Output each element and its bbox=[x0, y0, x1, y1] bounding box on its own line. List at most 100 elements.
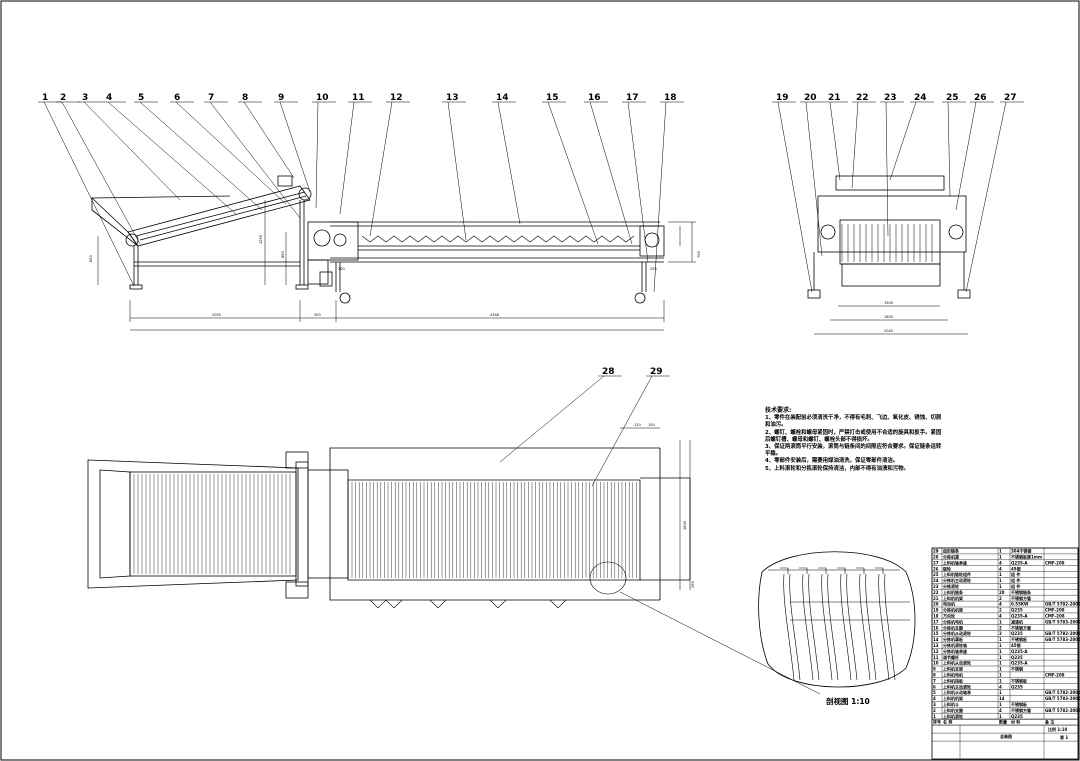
bom-cell: 22 bbox=[933, 590, 939, 595]
bom-cell: 不锈钢方管 bbox=[1011, 707, 1031, 713]
bom-cell: 1 bbox=[999, 584, 1002, 589]
bom-cell: GB/T 5782-2000 bbox=[1045, 631, 1080, 636]
bom-cell: 组 件 bbox=[1011, 577, 1020, 583]
bom-cell: CMF-208 bbox=[1045, 560, 1065, 565]
bom-header-cell: 序号 bbox=[932, 719, 941, 725]
bom-header-cell: 名 称 bbox=[943, 719, 952, 725]
bom-cell: 9 bbox=[933, 667, 936, 672]
detail-view-label: 剖视图 1:10 bbox=[826, 697, 870, 706]
bom-cell: 28 bbox=[933, 555, 939, 560]
balloon-20: 20 bbox=[804, 93, 817, 103]
bom-cell: 分拣机机架 bbox=[943, 607, 963, 613]
dim-plan-a: 120 bbox=[634, 423, 641, 427]
balloon-13: 13 bbox=[446, 93, 459, 103]
bom-cell: 21 bbox=[933, 596, 939, 601]
balloon-11: 11 bbox=[352, 93, 365, 103]
balloon-24: 24 bbox=[914, 93, 927, 103]
bom-cell: 17 bbox=[933, 619, 939, 624]
dim-plan-c: 1800 bbox=[683, 521, 687, 530]
bom-cell: 减速机 bbox=[1011, 618, 1023, 624]
bom-cell: 1 bbox=[999, 578, 1002, 583]
balloon-15: 15 bbox=[546, 93, 559, 103]
bom-cell: 4 bbox=[999, 566, 1002, 571]
note-item-4: 4、零部件安装后，需要用煤油清洗，保证零部件清洁。 bbox=[765, 458, 899, 465]
bom-cell: 0.55KW bbox=[1011, 602, 1029, 607]
bom-cell: 不锈钢方管 bbox=[1011, 624, 1031, 630]
bom-cell: GB/T 5783-2000 bbox=[1045, 637, 1080, 642]
dim-height-right: 700 bbox=[697, 251, 701, 258]
bom-cell: 29 bbox=[933, 549, 939, 554]
bom-cell: 齿形链条 bbox=[943, 548, 959, 554]
bom-cell: 1 bbox=[999, 643, 1002, 648]
bom-cell: 1 bbox=[999, 661, 1002, 666]
dim-height-mid2: 860 bbox=[281, 251, 285, 258]
bom-cell: 23 bbox=[933, 584, 939, 589]
bom-cell: 分拣机支腿 bbox=[943, 624, 963, 630]
bom-cell: 上料机斗 bbox=[943, 701, 959, 707]
bom-cell: 13 bbox=[933, 643, 939, 648]
bom-cell: 4 bbox=[999, 602, 1002, 607]
bom-cell: 2 bbox=[999, 631, 1002, 636]
bom-cell: 45钢 bbox=[1011, 642, 1021, 648]
bom-cell: 20 bbox=[999, 590, 1005, 595]
bom-cell: 上料机支腿 bbox=[943, 707, 963, 713]
drawing-scale: 比例 1:10 bbox=[1048, 726, 1068, 732]
bom-cell: 1 bbox=[999, 690, 1002, 695]
dim-side-outer: 2040 bbox=[884, 329, 893, 333]
bom-cell: 11 bbox=[933, 655, 939, 660]
bom-cell: 5 bbox=[933, 690, 936, 695]
bom-cell: CMF-208 bbox=[1045, 608, 1065, 613]
balloon-22: 22 bbox=[856, 93, 869, 103]
bom-cell: CMF-208 bbox=[1045, 673, 1065, 678]
bom-cell: 15 bbox=[933, 631, 939, 636]
bom-cell: 上料机主动滚轮 bbox=[943, 683, 971, 689]
bom-cell: 调节螺杆 bbox=[943, 654, 959, 660]
bom-cell: Q235 bbox=[1011, 608, 1023, 613]
bom-cell: 不锈钢板 bbox=[1011, 677, 1028, 683]
bom-cell: 上料机从动轴承 bbox=[943, 689, 971, 695]
balloon-23: 23 bbox=[884, 93, 897, 103]
balloon-27: 27 bbox=[1004, 93, 1017, 103]
bom-cell: 万向轮 bbox=[942, 613, 955, 619]
bom-cell: 1 bbox=[999, 667, 1002, 672]
bom-cell: GB/T 5783-2000 bbox=[1045, 696, 1080, 701]
dim-plan-b: 100 bbox=[648, 423, 655, 427]
bom-cell: 1 bbox=[999, 649, 1002, 654]
bom-cell: 1 bbox=[999, 655, 1002, 660]
dim-side-mid: 1800 bbox=[884, 315, 893, 319]
dim-right-span: 4348 bbox=[490, 313, 499, 317]
bom-cell: 1 bbox=[999, 549, 1002, 554]
bom-cell: 10 bbox=[933, 661, 939, 666]
bom-cell: 上料机机架 bbox=[943, 595, 963, 601]
bom-cell: 上料机从动滚轮 bbox=[943, 660, 971, 666]
bom-cell: 12 bbox=[933, 649, 939, 654]
bom-cell: GB/T 5782-2000 bbox=[1045, 690, 1080, 695]
bom-cell: 6 bbox=[933, 684, 936, 689]
bom-cell: 分拣机罩板 bbox=[943, 636, 964, 642]
bom-header-cell: 备 注 bbox=[1044, 719, 1054, 725]
bom-cell: 1 bbox=[999, 673, 1002, 678]
bom-cell: 分拣机罩 bbox=[943, 554, 959, 560]
bom-cell: 2 bbox=[999, 608, 1002, 613]
bom-cell: 20 bbox=[933, 602, 939, 607]
balloon-21: 21 bbox=[828, 93, 841, 103]
bom-cell: 26 bbox=[933, 566, 939, 571]
side-elevation-view bbox=[43, 101, 696, 331]
bom-cell: 2 bbox=[999, 625, 1002, 630]
note-item-1: 1、零件在装配前必须清洗干净，不得有毛刺、飞边、氧化皮、锈蚀、切屑和油污。 bbox=[765, 415, 942, 429]
drawing-name: 总装图 bbox=[1000, 733, 1012, 739]
bom-cell: 上料机支架 bbox=[943, 666, 963, 672]
bom-cell: 4 bbox=[999, 684, 1002, 689]
bom-cell: 3 bbox=[933, 702, 936, 707]
balloon-14: 14 bbox=[496, 93, 509, 103]
bom-cell: Q235-A bbox=[1011, 614, 1028, 619]
detail-view bbox=[758, 551, 916, 688]
bom-cell: 16 bbox=[933, 625, 939, 630]
bom-cell: 分拣滚轮 bbox=[943, 583, 959, 589]
dim-small-a: 300 bbox=[338, 267, 345, 271]
balloon-3: 3 bbox=[82, 93, 88, 103]
dim-plan-d: 260 bbox=[691, 581, 695, 588]
bom-cell: 链轮 bbox=[943, 565, 951, 571]
